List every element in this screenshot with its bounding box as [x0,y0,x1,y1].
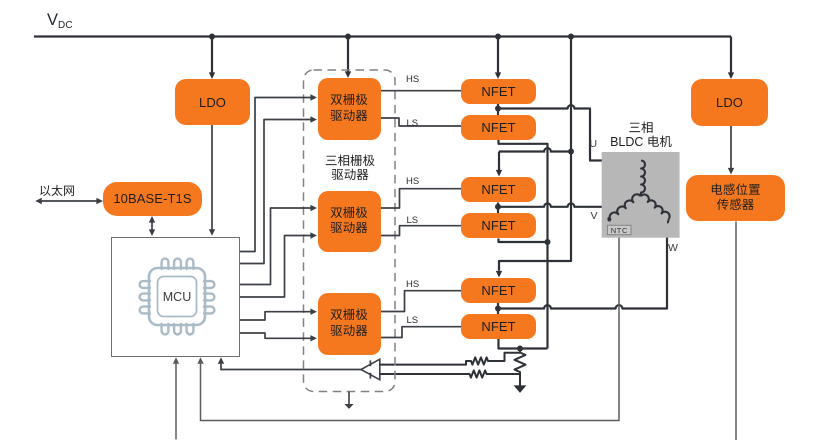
gate-driver-block-3[interactable]: 双栅极驱动器 [317,293,381,355]
position-sensor-block[interactable]: 电感位置传感器 [686,175,785,221]
ldo-right-block[interactable]: LDO [691,79,768,126]
ntc-box [607,224,632,236]
motor-label-line2: BLDC 电机 [610,134,672,149]
bldc-motor-symbol [601,152,680,238]
nfet-block-6[interactable]: NFET [461,314,536,339]
gate-driver-block-3-label-line1: 双栅极 [330,308,368,323]
bridge-feed-wires [497,147,571,171]
vdc-label-subscript: DC [58,19,73,31]
ls-label-3: LS [406,315,419,326]
current-shunt-network [380,348,527,386]
gate-driver-block-1-label-line1: 双栅极 [330,93,368,108]
gate-driver-block-1-label-line2: 驱动器 [330,108,368,123]
ldo-left-block[interactable]: LDO [175,79,250,125]
nfet-block-4[interactable]: NFET [461,213,536,238]
ldo-left-block-label: LDO [198,94,227,110]
junction-dots [209,33,574,352]
aux-gray-wires [175,221,737,440]
hs-label-1: HS [406,73,420,85]
nfet-block-4-label: NFET [481,218,516,233]
ls-label-1: LS [406,118,419,129]
wire-arrowheads [35,71,735,364]
phase-wires [496,104,669,350]
hs-label-2: HS [406,176,420,187]
phase-w-label: W [668,241,678,254]
nfet-block-1-label: NFET [481,84,516,99]
mcu-label: MCU [162,290,192,304]
gate-driver-block-2[interactable]: 双栅极驱动器 [317,190,381,252]
ground-symbol-shunt [513,385,527,393]
hs-label-3: HS [406,279,420,290]
phase-u-label: U [589,137,598,150]
motor-label: 三相 BLDC 电机 [610,121,672,149]
gate-driver-group-label-line1: 三相栅极 [324,153,376,168]
position-sensor-block-label-line1: 电感位置 [710,182,761,197]
ntc-label: NTC [610,226,628,236]
gate-driver-block-1[interactable]: 双栅极驱动器 [317,78,381,140]
nfet-block-5[interactable]: NFET [461,278,536,303]
motor-label-line1: 三相 [628,120,654,135]
phase-v-label: V [590,209,598,222]
ls-label-2: LS [406,214,419,226]
ethernet-label: 以太网 [39,184,76,198]
gate-driver-block-3-label-line2: 驱动器 [330,323,368,338]
nfet-block-3[interactable]: NFET [461,177,536,202]
vdc-rail-label: VDC [47,11,73,31]
nfet-block-2[interactable]: NFET [461,115,536,140]
position-sensor-block-label-line2: 传感器 [716,198,755,212]
left-connections [41,125,213,231]
vdc-label-main: V [47,11,59,29]
nfet-block-2-label: NFET [481,120,516,135]
mcu-driver-control-wires [240,96,311,340]
ethernet-phy-block-label: 10BASE-T1S [113,191,192,207]
ethernet-phy-block[interactable]: 10BASE-T1S [103,182,202,216]
nfet-block-6-label: NFET [481,319,516,334]
nfet-block-5-label: NFET [481,283,516,298]
gate-driver-group-label: 三相栅极 驱动器 [325,154,375,183]
nfet-block-3-label: NFET [481,182,516,197]
gate-driver-group-label-line2: 驱动器 [331,168,369,182]
ldo-right-block-label: LDO [715,95,744,110]
gate-driver-block-2-label-line2: 驱动器 [330,221,368,236]
nfet-block-1[interactable]: NFET [461,79,536,104]
ground-symbol-driver [344,391,354,409]
current-sense-amplifier [220,357,381,382]
gate-driver-block-2-label-line1: 双栅极 [330,205,368,220]
gate-drive-wires [380,89,462,339]
gate-driver-group-boundary [302,69,396,393]
